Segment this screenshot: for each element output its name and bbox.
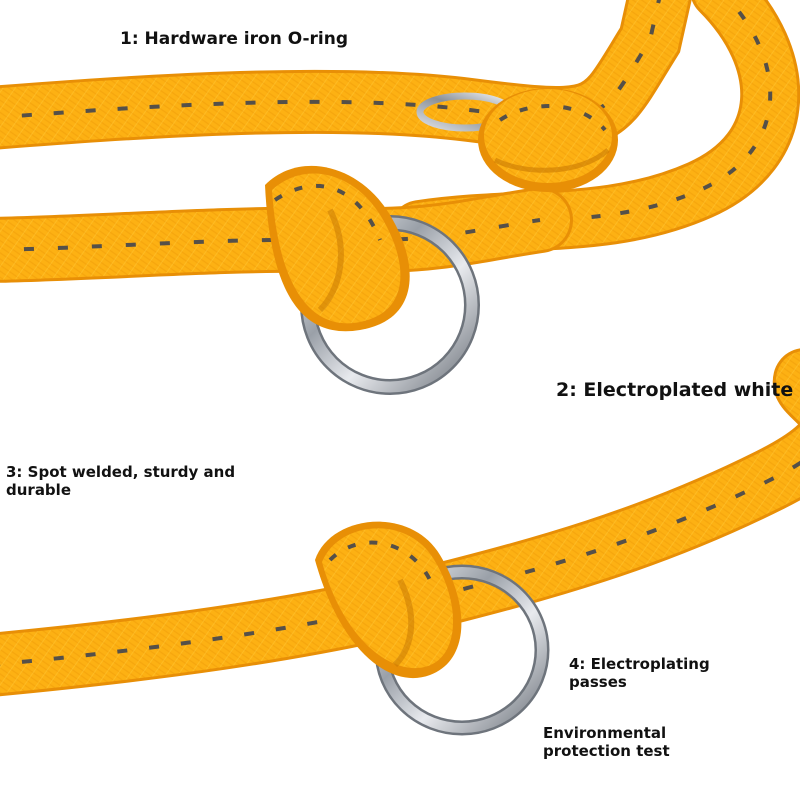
upper-knot — [478, 88, 618, 192]
bottom-knot — [315, 521, 462, 679]
bottom-leash — [0, 348, 800, 736]
label-spot-welded: 3: Spot welded, sturdy and durable — [6, 463, 236, 500]
label-environmental-test: Environmental protection test — [543, 724, 670, 761]
label-electroplating-passes: 4: Electroplating passes — [569, 655, 710, 692]
main-knot — [265, 165, 410, 332]
top-leash — [0, 0, 800, 395]
label-hardware-ring: 1: Hardware iron O-ring — [120, 29, 349, 49]
label-electroplated: 2: Electroplated white — [556, 379, 794, 401]
